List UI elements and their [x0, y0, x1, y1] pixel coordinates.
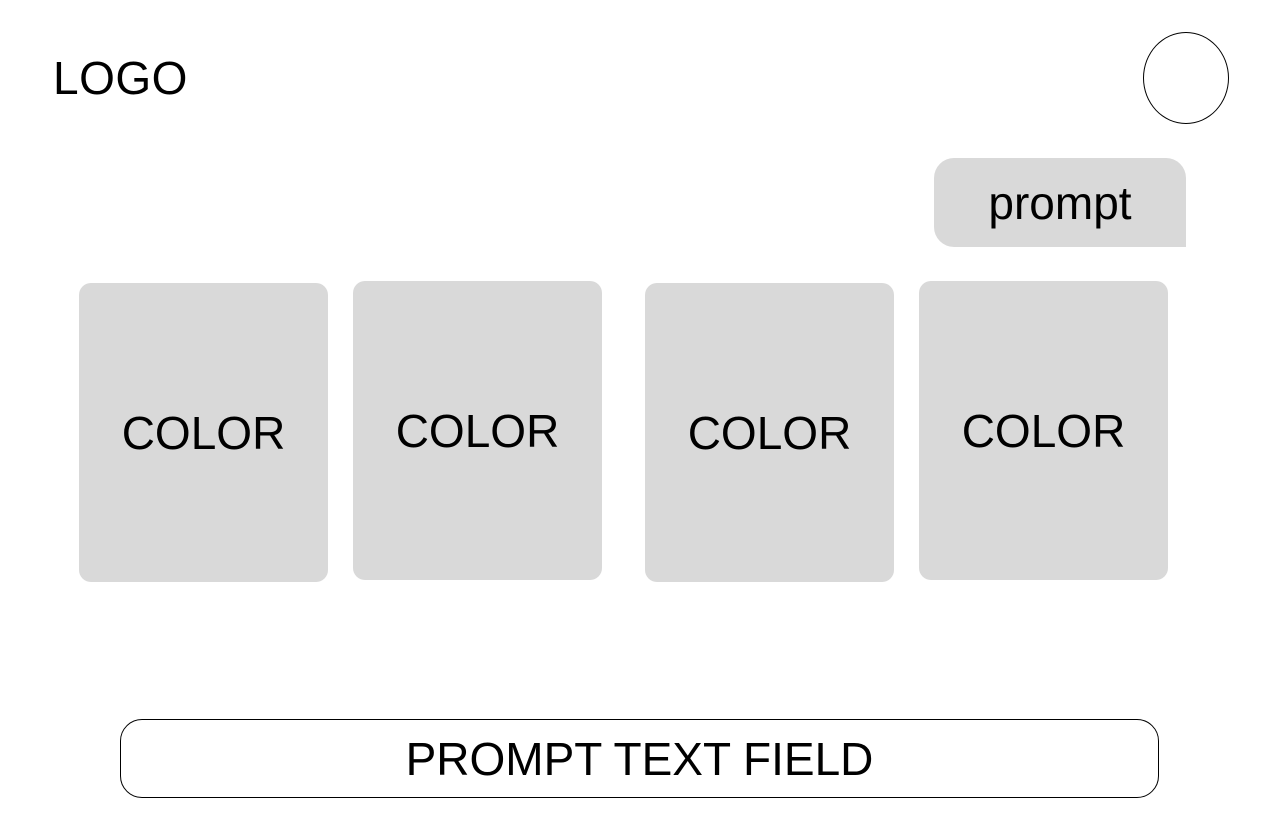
color-card[interactable]: COLOR	[919, 281, 1168, 580]
color-card-label: COLOR	[395, 404, 560, 457]
avatar[interactable]	[1143, 32, 1229, 124]
color-card[interactable]: COLOR	[79, 283, 328, 582]
color-card-label: COLOR	[687, 406, 852, 459]
prompt-bubble: prompt	[934, 158, 1186, 247]
prompt-text-field-placeholder: PROMPT TEXT FIELD	[405, 732, 874, 785]
logo: LOGO	[53, 52, 188, 104]
color-card[interactable]: COLOR	[353, 281, 602, 580]
prompt-bubble-text: prompt	[988, 176, 1132, 229]
color-card-label: COLOR	[961, 404, 1126, 457]
color-card-label: COLOR	[121, 406, 286, 459]
color-card[interactable]: COLOR	[645, 283, 894, 582]
prompt-text-field[interactable]: PROMPT TEXT FIELD	[120, 719, 1159, 798]
